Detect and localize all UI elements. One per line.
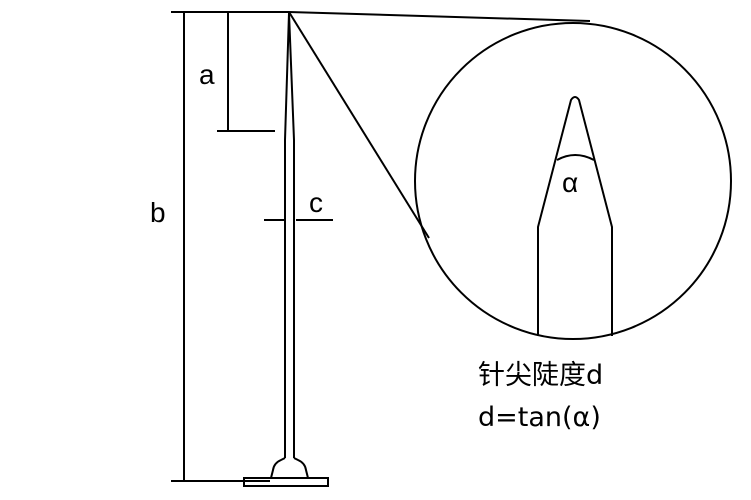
label-alpha: α [562, 167, 578, 198]
dimension-b: b [150, 11, 289, 482]
magnifier-leader-lower [288, 11, 430, 239]
magnified-view: α [414, 22, 732, 340]
needle-tip-taper [284, 12, 295, 141]
caption-line-2: d=tan(α) [478, 402, 601, 433]
angle-alpha-arc [556, 154, 595, 161]
label-b: b [150, 197, 166, 228]
caption: 针尖陡度d d=tan(α) [478, 360, 603, 433]
magnifier-leaders [288, 11, 591, 239]
label-c: c [309, 187, 323, 218]
magnifier-circle [414, 22, 732, 340]
dimension-a: a [199, 12, 275, 132]
dimension-c: c [264, 187, 333, 221]
needle [243, 12, 329, 487]
magnifier-leader-upper [288, 11, 591, 22]
caption-line-1: 针尖陡度d [478, 360, 603, 391]
needle-base [270, 457, 309, 479]
magnified-tip-outline [537, 96, 613, 336]
needle-base-plate [243, 477, 329, 487]
label-a: a [199, 59, 215, 90]
